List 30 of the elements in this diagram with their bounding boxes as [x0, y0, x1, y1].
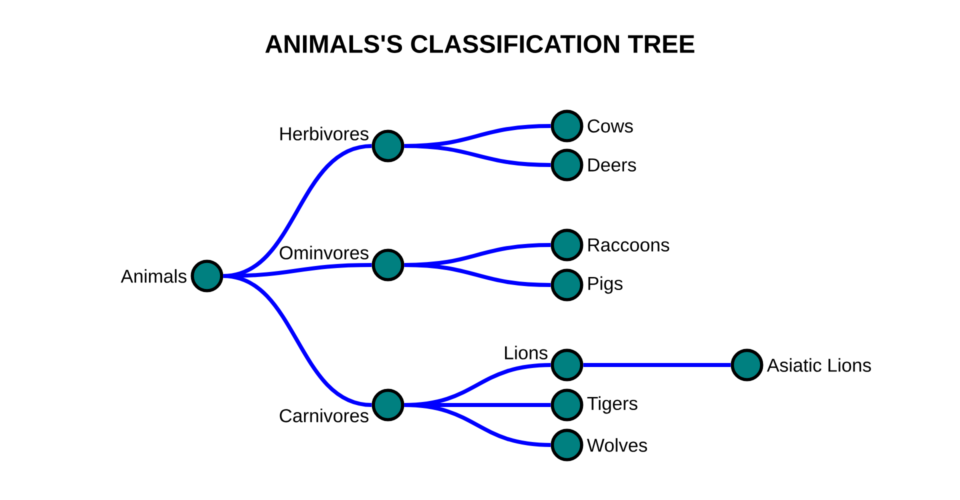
node-label: Pigs [588, 276, 622, 294]
connector [404, 403, 551, 447]
node-label: Tigers [587, 396, 638, 414]
node-circle [190, 260, 224, 292]
connector [404, 144, 551, 167]
node-label: Deers [588, 158, 636, 172]
node-circle [550, 428, 584, 462]
node-circle [550, 268, 584, 302]
node-label: Animals [120, 269, 186, 283]
node-label: Carnivores [280, 408, 368, 422]
connector [583, 363, 731, 367]
node-circle [550, 388, 584, 422]
node-label: Lions [505, 346, 548, 360]
node-circle [730, 348, 764, 382]
connector [222, 274, 372, 407]
node-label: Ominvores [280, 246, 368, 260]
connector [404, 263, 551, 287]
title: ANIMALS'S CLASSIFICATION TREE [265, 35, 694, 53]
node-circle [372, 248, 404, 282]
node-label: Cows [588, 119, 633, 133]
node-label: Wolves [586, 438, 648, 452]
node-circle [550, 148, 584, 182]
node-label: Asiatic Lions [766, 358, 871, 372]
node-circle [550, 228, 584, 262]
node-circle [372, 388, 404, 422]
node-circle [550, 348, 584, 382]
node-label: Herbivores [280, 126, 368, 140]
node-label: Raccoons [588, 238, 670, 252]
node-circle [550, 110, 584, 142]
node-circle [372, 130, 404, 162]
